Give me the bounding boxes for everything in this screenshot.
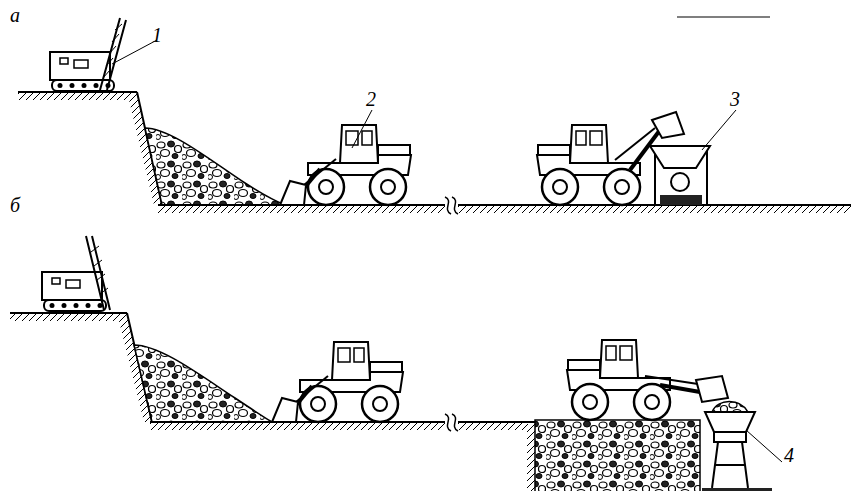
crusher-hopper	[650, 146, 710, 168]
ground-hatch	[10, 313, 124, 321]
break-mark	[445, 197, 458, 214]
loader-bucket	[696, 376, 728, 402]
drill-track	[52, 80, 114, 91]
track-roller	[94, 83, 99, 88]
drill-track	[44, 300, 106, 311]
crusher	[650, 146, 710, 205]
loader-cylinder	[645, 376, 698, 384]
wheel-loader	[272, 342, 403, 422]
wheel-loader	[567, 340, 670, 420]
leader-line	[112, 40, 157, 64]
cabin-window	[74, 60, 88, 68]
cabin-window	[60, 58, 68, 64]
drill-rig	[50, 18, 126, 91]
crusher-rotor	[671, 173, 689, 191]
callout-number: 2	[366, 88, 376, 110]
break-mark	[445, 414, 458, 431]
callout-number: 4	[784, 444, 794, 466]
panel-letter: а	[10, 4, 20, 26]
wheel-loader	[280, 125, 411, 205]
rock-pile	[134, 345, 272, 422]
top-rule	[677, 16, 770, 17]
drill-cabin	[42, 272, 102, 300]
feeder-body	[714, 432, 746, 442]
track-roller	[74, 303, 79, 308]
ground-hatch	[18, 92, 134, 100]
feeder	[702, 402, 772, 491]
callout-number: 1	[152, 24, 162, 46]
ground-hatch	[150, 422, 445, 430]
feeder-hopper	[705, 412, 755, 432]
crusher-base	[660, 195, 702, 205]
track-roller	[86, 303, 91, 308]
leader-line	[746, 430, 782, 462]
callout-number: 3	[730, 88, 740, 110]
track-roller	[50, 303, 55, 308]
mast-lattice	[103, 24, 122, 78]
leader-line	[702, 110, 736, 150]
cabin-window	[66, 280, 80, 288]
mast-lattice	[91, 246, 108, 294]
drill-mast	[100, 18, 126, 90]
track-roller	[58, 83, 63, 88]
ground-hatch	[158, 205, 445, 213]
panel-letter: б	[10, 194, 20, 216]
cabin-window	[52, 278, 60, 284]
rock-pile	[145, 128, 285, 205]
drill-rig	[42, 236, 110, 311]
track-roller	[70, 83, 75, 88]
wheel-loader	[537, 125, 640, 205]
loader-boom	[660, 385, 700, 392]
ground-hatch	[458, 422, 528, 430]
drill-cabin	[50, 52, 110, 80]
feeder-load	[712, 402, 748, 413]
track-roller	[62, 303, 67, 308]
loader-cylinder	[615, 128, 655, 160]
drill-mast	[86, 236, 110, 310]
loader-bucket	[652, 112, 684, 138]
feeder-base	[702, 488, 772, 491]
stockpile	[535, 420, 700, 491]
track-roller	[82, 83, 87, 88]
ground-hatch	[458, 205, 851, 213]
wall-hatch	[527, 422, 535, 491]
leader-line	[352, 110, 372, 148]
feeder-legs	[712, 442, 748, 488]
